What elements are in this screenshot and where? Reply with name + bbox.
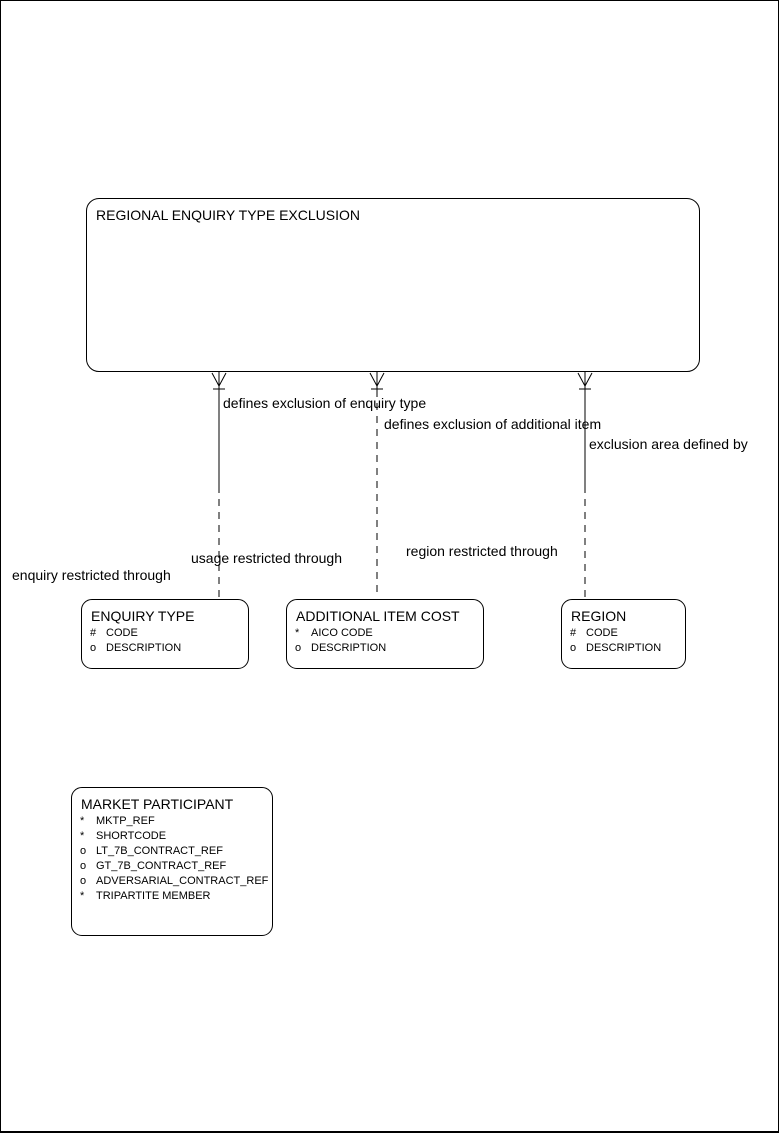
relationship-label-near-enquiry-type[interactable]: defines exclusion of enquiry type: [223, 395, 427, 411]
entity-enquiry-type[interactable]: ENQUIRY TYPE # CODE o DESCRIPTION: [81, 599, 249, 669]
entity-region[interactable]: REGION # CODE o DESCRIPTION: [561, 599, 686, 669]
entity-title: MARKET PARTICIPANT: [81, 796, 234, 812]
attribute-row: * SHORTCODE: [72, 829, 272, 844]
entity-title: REGIONAL ENQUIRY TYPE EXCLUSION: [96, 207, 361, 223]
entity-additional-item-cost[interactable]: ADDITIONAL ITEM COST * AICO CODE o DESCR…: [286, 599, 484, 669]
relationship-label-near-region[interactable]: exclusion area defined by: [589, 436, 748, 452]
attribute-name: DESCRIPTION: [106, 642, 182, 654]
attribute-prefix: #: [570, 627, 577, 639]
attribute-prefix: o: [80, 845, 87, 857]
attribute-row: * MKTP_REF: [72, 814, 272, 829]
relationship-label-near-additional-item-cost[interactable]: defines exclusion of additional item: [384, 416, 602, 432]
attribute-list: # CODE o DESCRIPTION: [82, 626, 248, 656]
attribute-prefix: o: [90, 642, 97, 654]
attribute-name: DESCRIPTION: [586, 642, 662, 654]
relationship-label-far-enquiry-type[interactable]: enquiry restricted through: [12, 567, 171, 583]
attribute-row: o DESCRIPTION: [287, 641, 483, 656]
attribute-prefix: o: [80, 875, 87, 887]
attribute-name: DESCRIPTION: [311, 642, 387, 654]
entity-title: ENQUIRY TYPE: [91, 608, 195, 624]
attribute-prefix: *: [80, 830, 85, 842]
attribute-prefix: *: [80, 890, 85, 902]
attribute-prefix: *: [80, 815, 85, 827]
attribute-row: * TRIPARTITE MEMBER: [72, 889, 272, 904]
attribute-prefix: o: [295, 642, 302, 654]
attribute-prefix: o: [570, 642, 577, 654]
entity-title: REGION: [571, 608, 627, 624]
crow-foot-icon: [577, 372, 593, 390]
entity-title: ADDITIONAL ITEM COST: [296, 608, 460, 624]
attribute-prefix: #: [90, 627, 97, 639]
attribute-row: o ADVERSARIAL_CONTRACT_REF: [72, 874, 272, 889]
attribute-name: SHORTCODE: [96, 830, 167, 842]
attribute-name: AICO CODE: [311, 627, 373, 639]
attribute-prefix: *: [295, 627, 300, 639]
attribute-name: CODE: [586, 627, 618, 639]
crow-foot-icon: [211, 372, 227, 390]
attribute-row: # CODE: [562, 626, 685, 641]
entity-regional-enquiry-type-exclusion[interactable]: REGIONAL ENQUIRY TYPE EXCLUSION: [86, 198, 700, 372]
attribute-row: o DESCRIPTION: [82, 641, 248, 656]
attribute-name: LT_7B_CONTRACT_REF: [96, 845, 223, 857]
attribute-row: o LT_7B_CONTRACT_REF: [72, 844, 272, 859]
attribute-row: # CODE: [82, 626, 248, 641]
relationship-line-region[interactable]: [577, 372, 593, 598]
attribute-list: # CODE o DESCRIPTION: [562, 626, 685, 656]
attribute-name: MKTP_REF: [96, 815, 155, 827]
attribute-prefix: o: [80, 860, 87, 872]
attribute-row: * AICO CODE: [287, 626, 483, 641]
relationship-label-far-additional-item-cost[interactable]: usage restricted through: [191, 550, 342, 566]
attribute-row: o DESCRIPTION: [562, 641, 685, 656]
crow-foot-icon: [369, 372, 385, 390]
entity-market-participant[interactable]: MARKET PARTICIPANT * MKTP_REF * SHORTCOD…: [71, 787, 273, 936]
attribute-list: * MKTP_REF * SHORTCODE o LT_7B_CONTRACT_…: [72, 814, 272, 904]
attribute-name: TRIPARTITE MEMBER: [96, 890, 211, 902]
attribute-row: o GT_7B_CONTRACT_REF: [72, 859, 272, 874]
attribute-name: CODE: [106, 627, 138, 639]
attribute-name: ADVERSARIAL_CONTRACT_REF: [96, 875, 269, 887]
attribute-name: GT_7B_CONTRACT_REF: [96, 860, 227, 872]
attribute-list: * AICO CODE o DESCRIPTION: [287, 626, 483, 656]
relationship-label-far-region[interactable]: region restricted through: [406, 543, 558, 559]
